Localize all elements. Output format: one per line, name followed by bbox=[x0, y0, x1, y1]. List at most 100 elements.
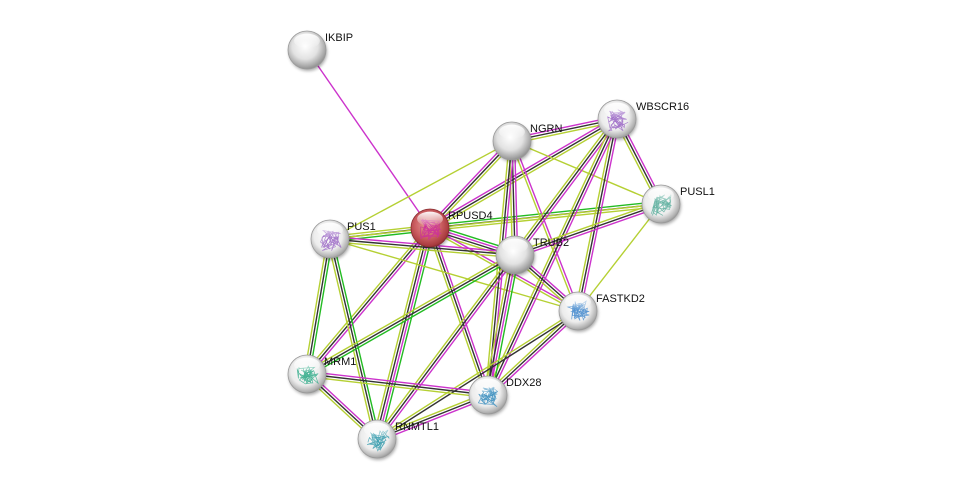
edge-line-coexpression bbox=[306, 254, 516, 375]
node-trub2[interactable]: TRUB2 bbox=[495, 235, 569, 275]
edge-line-experiments bbox=[308, 229, 433, 377]
edge-line-textmining bbox=[375, 391, 488, 438]
edge-rpusd4-rnmtl1[interactable] bbox=[372, 226, 435, 441]
edge-pusl1-fastkd2[interactable] bbox=[577, 203, 662, 312]
node-rpusd4[interactable]: RPUSD4 bbox=[410, 208, 493, 248]
edge-line-coexpression bbox=[377, 311, 580, 441]
node-outline bbox=[357, 419, 397, 459]
edge-line-experiments bbox=[488, 255, 517, 396]
node-highlight bbox=[499, 124, 525, 140]
edge-wbscr16-fastkd2[interactable] bbox=[574, 118, 621, 312]
node-label: RPUSD4 bbox=[448, 210, 493, 222]
edge-line-coexpression bbox=[376, 254, 516, 440]
edge-line-coexpression bbox=[487, 118, 618, 396]
edge-line-coexpression bbox=[577, 118, 618, 312]
node-label: IKBIP bbox=[325, 32, 353, 44]
edge-line-coexpression bbox=[376, 394, 489, 440]
edge-line-coexpression bbox=[306, 238, 331, 375]
node-label: FASTKD2 bbox=[596, 293, 645, 305]
edge-pus1-pusl1[interactable] bbox=[329, 203, 662, 240]
node-ngrn[interactable]: NGRN bbox=[492, 121, 562, 161]
node-label: NGRN bbox=[530, 123, 562, 135]
edge-line-experiments bbox=[512, 140, 580, 311]
edge-ngrn-pusl1[interactable] bbox=[511, 140, 662, 205]
edge-line-experiments bbox=[489, 312, 581, 398]
protein-structure-icon bbox=[420, 219, 441, 241]
edge-line-textmining bbox=[304, 225, 429, 373]
node-outline bbox=[287, 354, 327, 394]
edge-line-textmining bbox=[574, 118, 616, 311]
edge-ikbip-rpusd4[interactable] bbox=[306, 49, 431, 229]
node-rnmtl1[interactable]: RNMTL1 bbox=[357, 419, 439, 459]
node-outline bbox=[310, 219, 350, 259]
edge-wbscr16-ddx28[interactable] bbox=[485, 117, 620, 397]
edge-pusl1-trub2[interactable] bbox=[513, 200, 663, 259]
edge-line-textmining bbox=[329, 240, 515, 259]
node-label: RNMTL1 bbox=[395, 421, 439, 433]
protein-structure-icon bbox=[570, 300, 590, 321]
edge-line-coexpression bbox=[486, 254, 515, 395]
edge-line-textmining bbox=[512, 117, 616, 254]
edge-ngrn-fastkd2[interactable] bbox=[510, 140, 580, 312]
node-ddx28[interactable]: DDX28 bbox=[468, 375, 541, 415]
node-outline bbox=[492, 121, 532, 161]
edge-fastkd2-rnmtl1[interactable] bbox=[375, 309, 580, 441]
edge-line-textmining bbox=[426, 228, 487, 397]
node-highlight bbox=[648, 187, 674, 203]
node-label: MRM1 bbox=[324, 356, 356, 368]
edge-line-neighborhood bbox=[491, 255, 520, 396]
edge-line-coexpression bbox=[487, 310, 579, 396]
edge-line-coexpression bbox=[429, 227, 489, 396]
edge-rpusd4-mrm1[interactable] bbox=[304, 225, 433, 377]
edge-pus1-mrm1[interactable] bbox=[303, 238, 334, 375]
edge-line-coexpression bbox=[306, 227, 431, 375]
edge-line-experiments bbox=[431, 226, 492, 395]
edge-line-textmining bbox=[329, 203, 662, 240]
edge-line-coexpression bbox=[329, 238, 516, 256]
edge-rpusd4-ddx28[interactable] bbox=[426, 226, 492, 397]
node-label: PUS1 bbox=[347, 221, 376, 233]
edge-trub2-ddx28[interactable] bbox=[483, 254, 520, 396]
node-label: TRUB2 bbox=[533, 237, 569, 249]
node-highlight bbox=[364, 422, 390, 438]
node-pusl1[interactable]: PUSL1 bbox=[641, 184, 715, 224]
node-highlight bbox=[317, 222, 343, 238]
edge-pus1-fastkd2[interactable] bbox=[329, 238, 579, 312]
nodes-layer: IKBIP NGRN WBSCR16PUSL1RPUSD4PUS1TRUB2FAST… bbox=[287, 30, 715, 459]
node-wbscr16[interactable]: WBSCR16 bbox=[597, 99, 689, 139]
edge-line-neighborhood bbox=[380, 228, 435, 441]
node-fastkd2[interactable]: FASTKD2 bbox=[558, 291, 645, 331]
edge-line-neighborhood bbox=[331, 238, 381, 439]
edge-line-experiments bbox=[579, 119, 621, 312]
edge-line-experiments bbox=[307, 370, 489, 394]
edge-mrm1-ddx28[interactable] bbox=[306, 370, 489, 399]
edge-line-experiments bbox=[427, 138, 511, 227]
edge-line-neighborhood bbox=[429, 200, 661, 227]
node-pus1[interactable]: PUS1 bbox=[310, 219, 376, 259]
edge-line-coexpression bbox=[329, 238, 378, 440]
edge-ddx28-rnmtl1[interactable] bbox=[375, 391, 490, 443]
node-highlight bbox=[604, 102, 630, 118]
edge-line-textmining bbox=[374, 253, 514, 438]
edge-line-textmining bbox=[303, 238, 329, 374]
edge-line-coexpression bbox=[429, 140, 513, 229]
edge-trub2-rnmtl1[interactable] bbox=[374, 253, 518, 441]
edge-line-textmining bbox=[485, 117, 616, 395]
edge-pus1-rnmtl1[interactable] bbox=[326, 238, 381, 440]
edge-line-experiments bbox=[306, 49, 431, 229]
node-highlight bbox=[475, 378, 501, 394]
edge-line-textmining bbox=[483, 254, 512, 395]
node-outline bbox=[468, 375, 508, 415]
node-ikbip[interactable]: IKBIP bbox=[287, 30, 353, 70]
edge-pus1-ngrn[interactable] bbox=[329, 140, 513, 240]
edge-line-coexpression bbox=[514, 203, 662, 256]
node-mrm1[interactable]: MRM1 bbox=[287, 354, 356, 394]
edge-line-experiments bbox=[377, 228, 432, 440]
node-outline bbox=[641, 184, 681, 224]
edge-line-experiments bbox=[378, 256, 518, 441]
edge-trub2-mrm1[interactable] bbox=[305, 252, 517, 377]
edge-line-textmining bbox=[577, 203, 662, 312]
edge-line-textmining bbox=[326, 239, 376, 440]
node-highlight bbox=[565, 294, 591, 310]
edges-layer bbox=[303, 49, 664, 443]
